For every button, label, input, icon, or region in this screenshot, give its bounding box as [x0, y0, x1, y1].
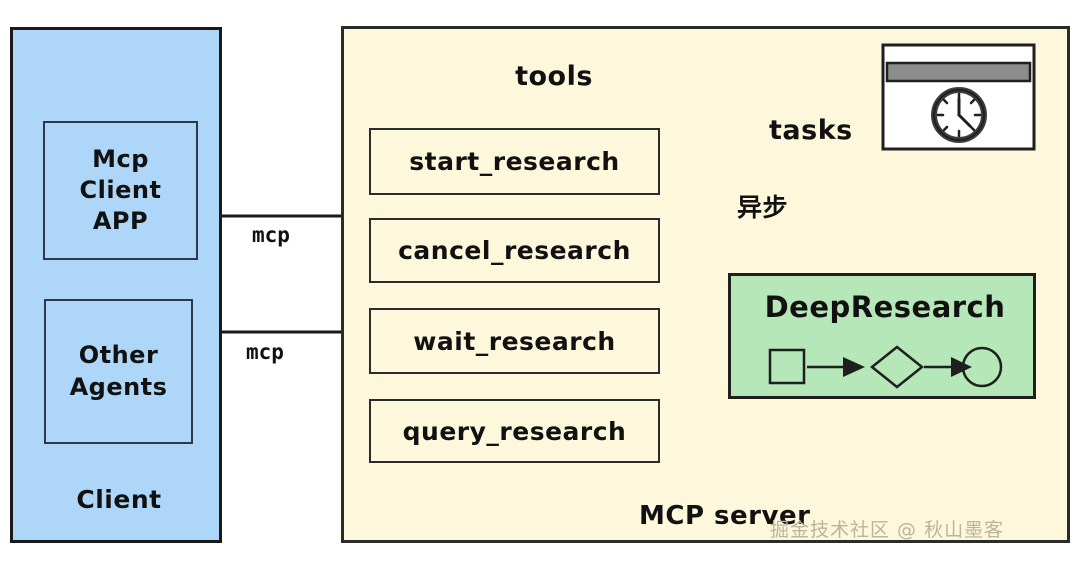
client-box-mcp-client-app-label: Mcp Client APP	[79, 144, 162, 236]
tool-box-wait-research[interactable]: wait_research	[369, 308, 660, 374]
tool-label-query-research: query_research	[402, 416, 627, 446]
flow-diamond-icon	[869, 345, 925, 389]
flow-square-icon	[768, 348, 806, 385]
client-box-other-agents[interactable]: Other Agents	[44, 299, 193, 444]
client-panel-label: Client	[76, 485, 162, 514]
client-panel: Mcp Client APP Other Agents Client	[10, 27, 222, 543]
async-annotation-label: 异步	[737, 193, 789, 222]
flow-arrow-2-icon	[951, 357, 972, 377]
client-box-other-agents-label: Other Agents	[69, 341, 168, 401]
clock-card-icon	[881, 43, 1036, 151]
tool-label-wait-research: wait_research	[413, 326, 616, 356]
tasks-label: tasks	[769, 115, 853, 146]
tool-box-query-research[interactable]: query_research	[369, 399, 660, 463]
tool-label-start-research: start_research	[409, 147, 620, 176]
tool-box-start-research[interactable]: start_research	[369, 128, 660, 195]
mcp-server-panel: tools start_research cancel_research wai…	[341, 26, 1070, 543]
watermark: 掘金技术社区 @ 秋山墨客	[770, 519, 1005, 541]
connector-label-mcp-1: mcp	[252, 223, 290, 247]
flow-circle-icon	[961, 346, 1003, 388]
tool-label-cancel-research: cancel_research	[398, 236, 631, 265]
flow-arrow-1-icon	[843, 357, 865, 377]
connector-label-mcp-2: mcp	[246, 340, 284, 364]
tools-group-label: tools	[515, 61, 593, 92]
client-box-mcp-client-app[interactable]: Mcp Client APP	[43, 121, 198, 260]
deep-research-title: DeepResearch	[764, 290, 1006, 324]
mcp-server-label: MCP server	[639, 501, 811, 531]
deep-research-box[interactable]: DeepResearch	[728, 273, 1036, 399]
deep-research-flow-icon	[768, 345, 1003, 389]
tool-box-cancel-research[interactable]: cancel_research	[369, 218, 660, 283]
